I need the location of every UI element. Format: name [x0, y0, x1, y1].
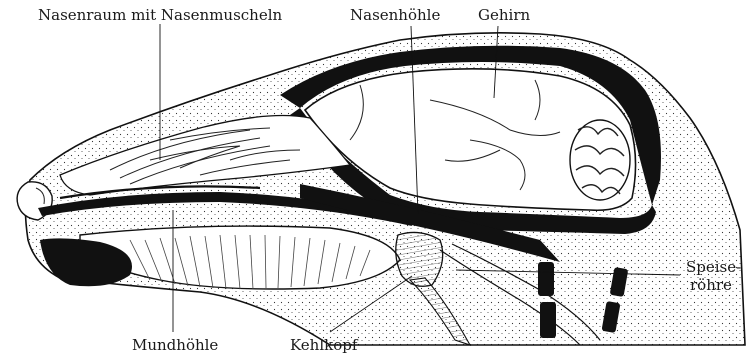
label-nasal-cavity: Nasenhöhle [350, 6, 440, 24]
label-esophagus-line1: Speise- [686, 258, 741, 276]
label-nasal-space: Nasenraum mit Nasenmuscheln [38, 6, 283, 24]
cerebellum [570, 120, 630, 200]
label-brain: Gehirn [478, 6, 530, 24]
label-oral-cavity: Mundhöhle [132, 336, 218, 354]
label-esophagus-line2: röhre [690, 276, 732, 294]
label-larynx: Kehlkopf [290, 336, 359, 354]
